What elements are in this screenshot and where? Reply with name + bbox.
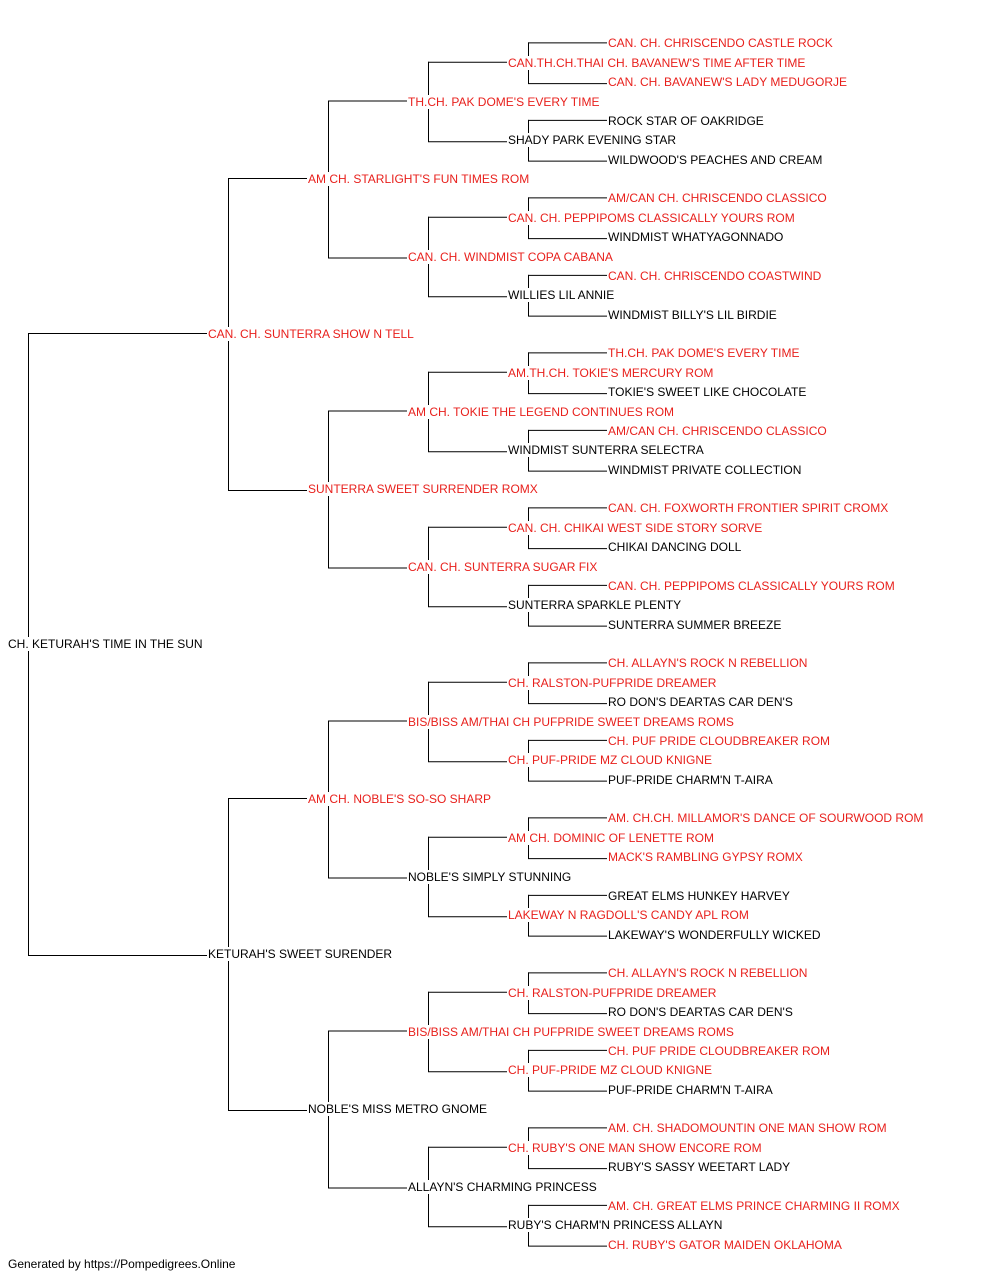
ancestor-name: CH. PUF-PRIDE MZ CLOUD KNIGNE: [507, 753, 714, 768]
ancestor-name: SUNTERRA SUMMER BREEZE: [607, 617, 783, 632]
ancestor-name: AM. CH. GREAT ELMS PRINCE CHARMING II RO…: [607, 1198, 901, 1213]
ancestor-name: CAN. CH. SUNTERRA SUGAR FIX: [407, 559, 599, 574]
dog-name: CH. KETURAH'S TIME IN THE SUN: [7, 637, 204, 651]
ancestor-name: CAN. CH. PEPPIPOMS CLASSICALLY YOURS ROM: [607, 578, 896, 593]
ancestor-name: AM CH. NOBLE'S SO-SO SHARP: [307, 792, 492, 806]
ancestor-name: AM.TH.CH. TOKIE'S MERCURY ROM: [507, 365, 715, 380]
ancestor-name: SUNTERRA SWEET SURRENDER ROMX: [307, 482, 539, 496]
ancestor-name: RO DON'S DEARTAS CAR DEN'S: [607, 695, 794, 710]
ancestor-name: TOKIE'S SWEET LIKE CHOCOLATE: [607, 385, 808, 400]
ancestor-name: TH.CH. PAK DOME'S EVERY TIME: [407, 94, 601, 109]
ancestor-name: CH. RUBY'S GATOR MAIDEN OKLAHOMA: [607, 1237, 843, 1252]
ancestor-name: KETURAH'S SWEET SURENDER: [207, 947, 394, 961]
ancestor-name: WINDMIST BILLY'S LIL BIRDIE: [607, 307, 778, 322]
ancestor-name: CH. RALSTON-PUFPRIDE DREAMER: [507, 985, 718, 1000]
ancestor-name: CH. ALLAYN'S ROCK N REBELLION: [607, 656, 809, 671]
ancestor-name: SHADY PARK EVENING STAR: [507, 133, 678, 148]
ancestor-name: WINDMIST WHATYAGONNADO: [607, 230, 785, 245]
ancestor-name: RUBY'S CHARM'N PRINCESS ALLAYN: [507, 1218, 724, 1233]
ancestor-name: BIS/BISS AM/THAI CH PUFPRIDE SWEET DREAM…: [407, 1024, 735, 1039]
ancestor-name: CAN. CH. CHIKAI WEST SIDE STORY SORVE: [507, 520, 764, 535]
ancestor-name: AM. CH. SHADOMOUNTIN ONE MAN SHOW ROM: [607, 1121, 888, 1136]
ancestor-name: CH. PUF PRIDE CLOUDBREAKER ROM: [607, 733, 832, 748]
ancestor-name: LAKEWAY N RAGDOLL'S CANDY APL ROM: [507, 908, 750, 923]
ancestor-name: AM CH. DOMINIC OF LENETTE ROM: [507, 830, 716, 845]
ancestor-name: CH. PUF-PRIDE MZ CLOUD KNIGNE: [507, 1063, 714, 1078]
ancestor-name: NOBLE'S MISS METRO GNOME: [307, 1102, 488, 1116]
ancestor-name: GREAT ELMS HUNKEY HARVEY: [607, 888, 791, 903]
footer-credit: Generated by https://Pompedigrees.Online: [8, 1257, 236, 1271]
ancestor-name: CAN. CH. BAVANEW'S LADY MEDUGORJE: [607, 75, 848, 90]
ancestor-name: AM. CH.CH. MILLAMOR'S DANCE OF SOURWOOD …: [607, 811, 925, 826]
ancestor-name: RO DON'S DEARTAS CAR DEN'S: [607, 1005, 794, 1020]
ancestor-name: SUNTERRA SPARKLE PLENTY: [507, 598, 683, 613]
ancestor-name: PUF-PRIDE CHARM'N T-AIRA: [607, 1082, 774, 1097]
ancestor-name: AM CH. TOKIE THE LEGEND CONTINUES ROM: [407, 404, 676, 419]
ancestor-name: CAN. CH. WINDMIST COPA CABANA: [407, 249, 614, 264]
ancestor-name: BIS/BISS AM/THAI CH PUFPRIDE SWEET DREAM…: [407, 714, 735, 729]
ancestor-name: MACK'S RAMBLING GYPSY ROMX: [607, 850, 804, 865]
ancestor-name: WINDMIST PRIVATE COLLECTION: [607, 462, 803, 477]
ancestor-name: CHIKAI DANCING DOLL: [607, 540, 743, 555]
ancestor-name: CAN. CH. CHRISCENDO CASTLE ROCK: [607, 36, 834, 51]
ancestor-name: CAN.TH.CH.THAI CH. BAVANEW'S TIME AFTER …: [507, 55, 807, 70]
ancestor-name: LAKEWAY'S WONDERFULLY WICKED: [607, 927, 822, 942]
ancestor-name: CH. RALSTON-PUFPRIDE DREAMER: [507, 675, 718, 690]
ancestor-name: WILLIES LIL ANNIE: [507, 288, 616, 303]
ancestor-name: NOBLE'S SIMPLY STUNNING: [407, 869, 573, 884]
ancestor-name: AM/CAN CH. CHRISCENDO CLASSICO: [607, 423, 828, 438]
ancestor-name: CAN. CH. SUNTERRA SHOW N TELL: [207, 327, 415, 341]
ancestor-name: CAN. CH. FOXWORTH FRONTIER SPIRIT CROMX: [607, 501, 890, 516]
ancestor-name: CAN. CH. PEPPIPOMS CLASSICALLY YOURS ROM: [507, 210, 796, 225]
ancestor-name: ALLAYN'S CHARMING PRINCESS: [407, 1179, 598, 1194]
ancestor-name: AM CH. STARLIGHT'S FUN TIMES ROM: [307, 172, 531, 186]
ancestor-name: TH.CH. PAK DOME'S EVERY TIME: [607, 346, 801, 361]
ancestor-name: CH. PUF PRIDE CLOUDBREAKER ROM: [607, 1043, 832, 1058]
ancestor-name: CAN. CH. CHRISCENDO COASTWIND: [607, 268, 823, 283]
ancestor-name: AM/CAN CH. CHRISCENDO CLASSICO: [607, 191, 828, 206]
ancestor-name: WILDWOOD'S PEACHES AND CREAM: [607, 152, 824, 167]
ancestor-name: RUBY'S SASSY WEETART LADY: [607, 1160, 792, 1175]
ancestor-name: CH. ALLAYN'S ROCK N REBELLION: [607, 966, 809, 981]
ancestor-name: CH. RUBY'S ONE MAN SHOW ENCORE ROM: [507, 1140, 763, 1155]
ancestor-name: PUF-PRIDE CHARM'N T-AIRA: [607, 772, 774, 787]
ancestor-name: ROCK STAR OF OAKRIDGE: [607, 113, 765, 128]
ancestor-name: WINDMIST SUNTERRA SELECTRA: [507, 443, 705, 458]
